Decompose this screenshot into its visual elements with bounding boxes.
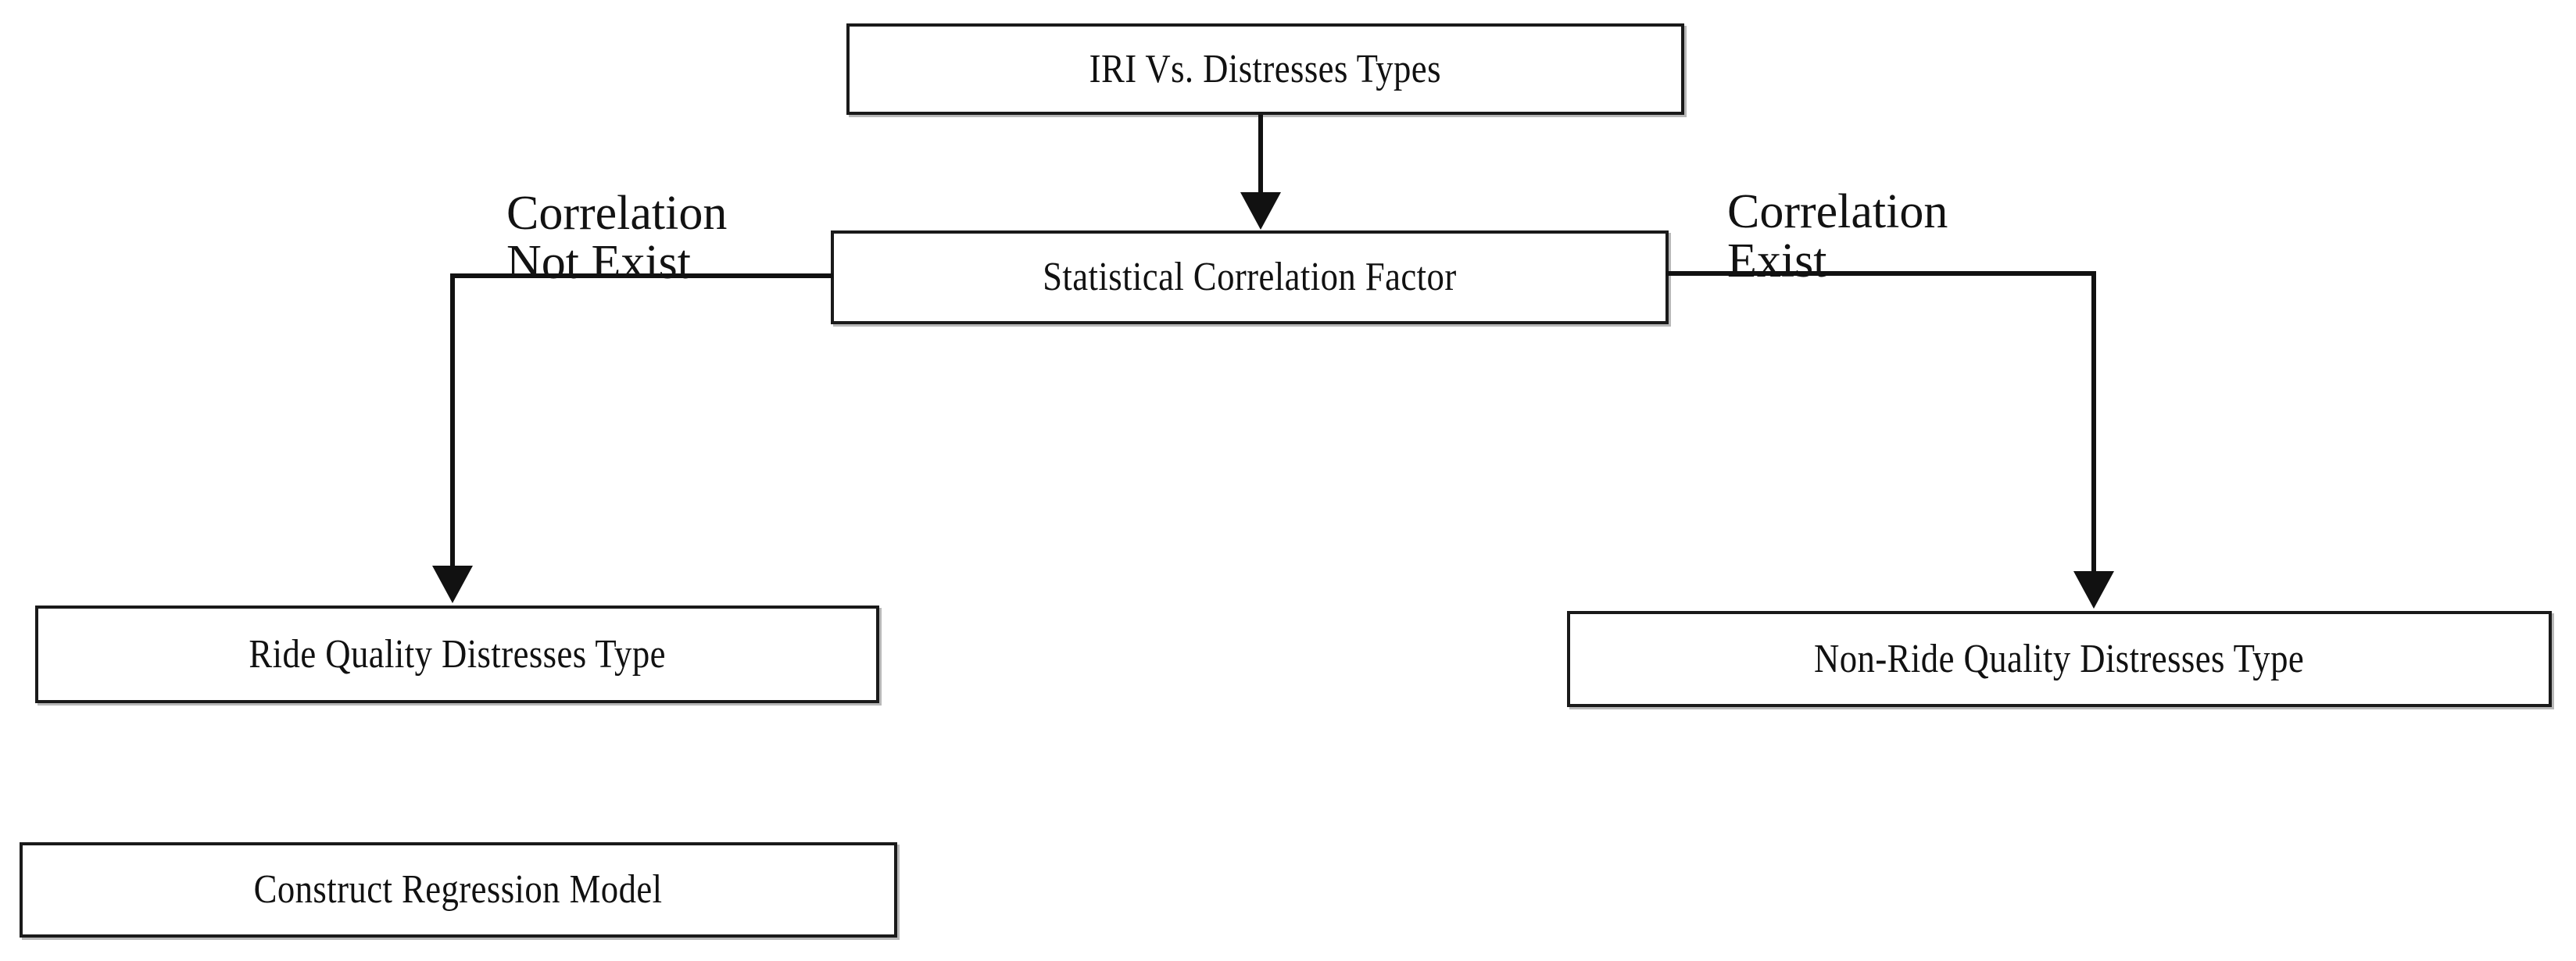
- node-non-ride-quality-distresses-type[interactable]: Non-Ride Quality Distresses Type: [1567, 611, 2552, 707]
- node-label: Non-Ride Quality Distresses Type: [1814, 636, 2305, 681]
- node-label: Statistical Correlation Factor: [1043, 255, 1457, 299]
- edge-middle-to-right-arrowhead-icon: [2073, 571, 2114, 609]
- edge-middle-to-right-horizontal-line: [1666, 271, 2096, 276]
- edge-top-to-middle-arrowhead-icon: [1240, 192, 1281, 230]
- node-construct-regression-model[interactable]: Construct Regression Model: [20, 842, 897, 938]
- edge-middle-to-left-arrowhead-icon: [432, 566, 473, 603]
- node-label: Ride Quality Distresses Type: [249, 631, 666, 677]
- edge-middle-to-right-vertical-line: [2091, 271, 2096, 574]
- node-statistical-correlation-factor[interactable]: Statistical Correlation Factor: [831, 230, 1669, 324]
- edge-label-correlation-exist: Correlation Exist: [1727, 185, 1948, 288]
- node-iri-vs-distresses-types[interactable]: IRI Vs. Distresses Types: [846, 23, 1684, 115]
- edge-middle-to-left-horizontal-line: [450, 273, 833, 278]
- edge-middle-to-left-vertical-line: [450, 273, 455, 569]
- node-ride-quality-distresses-type[interactable]: Ride Quality Distresses Type: [35, 606, 879, 703]
- edge-label-correlation-not-exist: Correlation Not Exist: [506, 187, 728, 290]
- node-label: IRI Vs. Distresses Types: [1089, 46, 1442, 91]
- edge-top-to-middle-line: [1258, 115, 1263, 196]
- node-label: Construct Regression Model: [254, 867, 663, 912]
